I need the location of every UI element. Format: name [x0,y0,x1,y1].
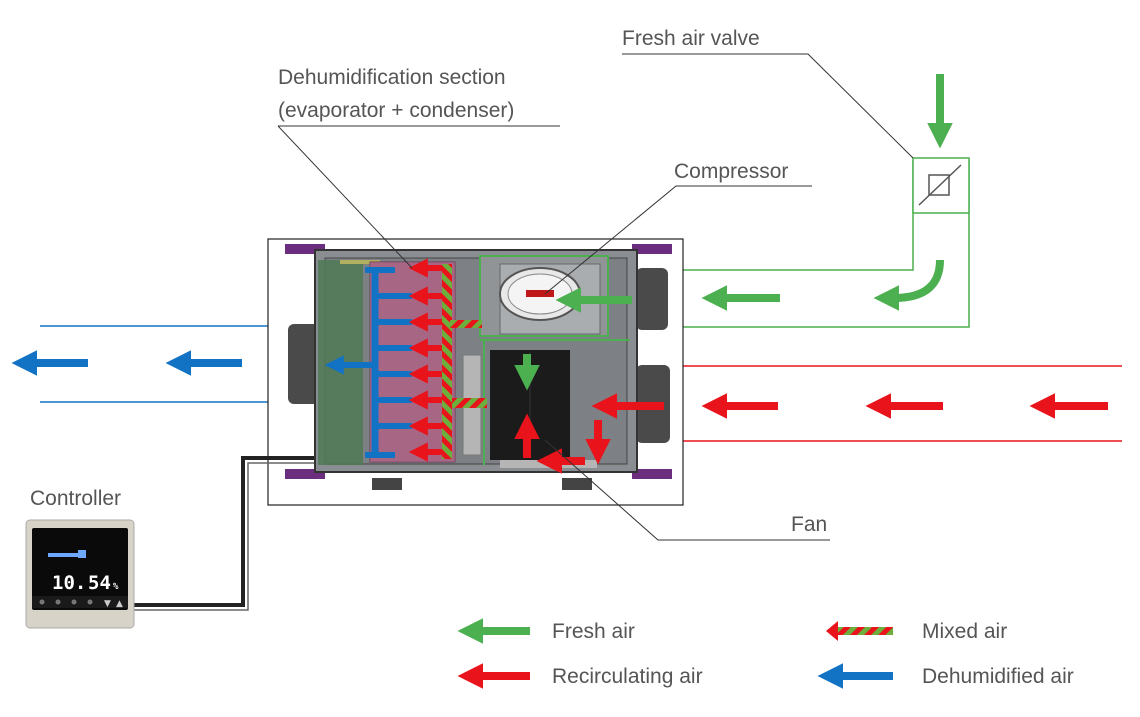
recirculating-air-arrows [514,393,1108,474]
mixed-air-flow [408,258,487,462]
outlet-duct [40,325,300,403]
dehumidifier-unit [267,238,684,506]
fresh-air-valve [912,157,970,214]
dehumidification-section-sublabel: (evaporator + condenser) [278,99,514,122]
fresh-air-valve-label: Fresh air valve [622,27,760,50]
fan-label: Fan [791,513,827,536]
fresh-air-arrows [514,74,953,391]
controller: 10. 54 % ▼ ▲ [25,456,314,629]
legend-mixed-air: Mixed air [922,620,1007,643]
controller-up-button[interactable]: ▲ [116,599,123,609]
controller-humidity: 54 [88,572,111,594]
dehumidified-air-manifold [324,267,412,458]
controller-label: Controller [30,487,121,510]
controller-screen [32,528,128,610]
controller-humidity-unit: % [113,582,119,592]
compressor-label: Compressor [674,160,788,183]
controller-level-bar [48,553,78,557]
dehumidification-section-label: Dehumidification section [278,66,506,89]
legend-fresh-air: Fresh air [552,620,635,643]
legend: Fresh air Recirculating air Mixed air De… [457,618,1074,689]
legend-dehumidified-air: Dehumidified air [922,665,1074,688]
controller-down-button[interactable]: ▼ [104,599,111,609]
controller-temperature: 10. [52,572,86,594]
legend-mixed-air-swatch [826,621,893,641]
legend-recirculating-air: Recirculating air [552,665,703,688]
leader-lines [277,53,914,541]
